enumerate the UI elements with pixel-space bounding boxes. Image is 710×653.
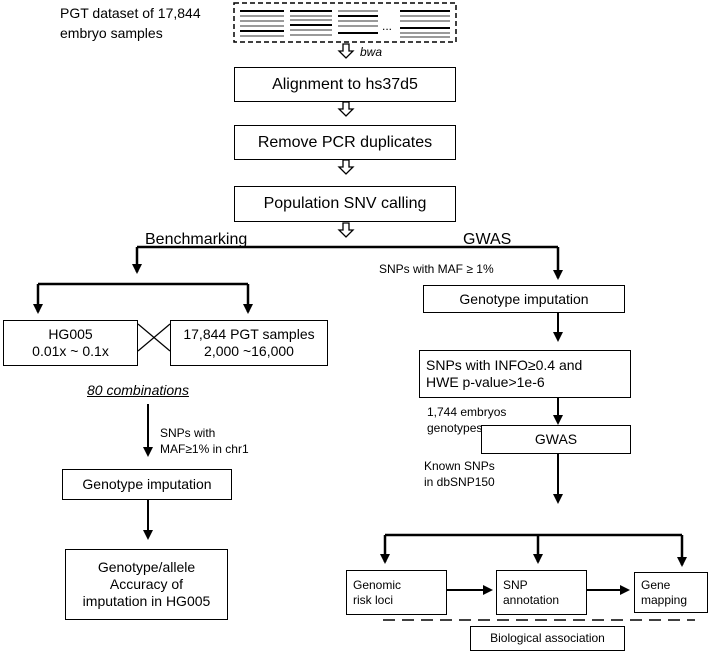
info-filter-line1: SNPs with INFO≥0.4 and bbox=[426, 357, 583, 374]
benchmark-imputation-label: Genotype imputation bbox=[82, 476, 212, 493]
gene-mapping-box: Gene mapping bbox=[634, 572, 708, 613]
known-snps-line2: in dbSNP150 bbox=[424, 475, 495, 489]
pgt-line1: 17,844 PGT samples bbox=[183, 326, 315, 343]
hollow-arrow-snv bbox=[338, 222, 354, 238]
maf-filter-label: SNPs with MAF ≥ 1% bbox=[379, 262, 494, 276]
risk-loci-line2: risk loci bbox=[353, 592, 394, 607]
bwa-label: bwa bbox=[360, 45, 383, 59]
snp-annotation-box: SNP annotation bbox=[496, 570, 587, 615]
accuracy-box: Genotype/allele Accuracy of imputation i… bbox=[65, 549, 228, 620]
hg005-box: HG005 0.01x ~ 0.1x bbox=[3, 320, 138, 366]
pgt-line2: 2,000 ~16,000 bbox=[204, 343, 294, 359]
hg005-line2: 0.01x ~ 0.1x bbox=[32, 343, 109, 359]
embryos-line1: 1,744 embryos bbox=[427, 405, 507, 419]
combinations-label: 80 combinations bbox=[87, 382, 189, 398]
risk-loci-box: Genomic risk loci bbox=[346, 570, 447, 615]
benchmarking-title: Benchmarking bbox=[145, 231, 248, 248]
snp-annotation-line1: SNP bbox=[503, 578, 528, 593]
sample-bars bbox=[240, 10, 450, 38]
alignment-box: Alignment to hs37d5 bbox=[234, 67, 456, 102]
snv-calling-box: Population SNV calling bbox=[234, 186, 456, 222]
alignment-label: Alignment to hs37d5 bbox=[272, 75, 418, 93]
hollow-arrow-dup bbox=[338, 159, 354, 175]
info-filter-box: SNPs with INFO≥0.4 and HWE p-value>1e-6 bbox=[419, 350, 631, 398]
gene-mapping-line1: Gene bbox=[641, 578, 671, 593]
snv-calling-label: Population SNV calling bbox=[263, 195, 427, 213]
accuracy-line2: Accuracy of bbox=[109, 576, 184, 593]
biological-association-box: Biological association bbox=[470, 626, 625, 651]
benchmark-snp-filter-line1: SNPs with bbox=[160, 426, 216, 440]
accuracy-line1: Genotype/allele bbox=[97, 559, 196, 576]
hg005-line1: HG005 bbox=[48, 326, 93, 343]
known-snps-line1: Known SNPs bbox=[424, 459, 495, 473]
remove-duplicates-label: Remove PCR duplicates bbox=[257, 133, 433, 151]
embryos-line2: genotypes bbox=[427, 421, 483, 435]
biological-association-label: Biological association bbox=[490, 631, 605, 646]
info-filter-line2: HWE p-value>1e-6 bbox=[426, 374, 545, 390]
dataset-subtitle: embryo samples bbox=[60, 25, 163, 41]
accuracy-line3: imputation in HG005 bbox=[82, 592, 211, 609]
gene-mapping-line2: mapping bbox=[641, 592, 688, 607]
hollow-arrow-align bbox=[338, 101, 354, 117]
snp-annotation-line2: annotation bbox=[503, 592, 560, 607]
remove-duplicates-box: Remove PCR duplicates bbox=[234, 125, 456, 160]
benchmark-imputation-box: Genotype imputation bbox=[62, 469, 232, 500]
gwas-imputation-box: Genotype imputation bbox=[423, 285, 625, 313]
hollow-arrow-bwa bbox=[338, 43, 354, 59]
risk-loci-line1: Genomic bbox=[353, 578, 402, 593]
gwas-box: GWAS bbox=[481, 425, 631, 454]
benchmark-snp-filter-line2: MAF≥1% in chr1 bbox=[160, 442, 249, 456]
gwas-title: GWAS bbox=[463, 231, 512, 248]
gwas-imputation-label: Genotype imputation bbox=[459, 290, 589, 307]
dataset-title: PGT dataset of 17,844 bbox=[60, 5, 201, 21]
gwas-box-label: GWAS bbox=[534, 431, 578, 448]
ellipsis-label: ... bbox=[382, 19, 393, 33]
pgt-samples-box: 17,844 PGT samples 2,000 ~16,000 bbox=[170, 320, 328, 366]
